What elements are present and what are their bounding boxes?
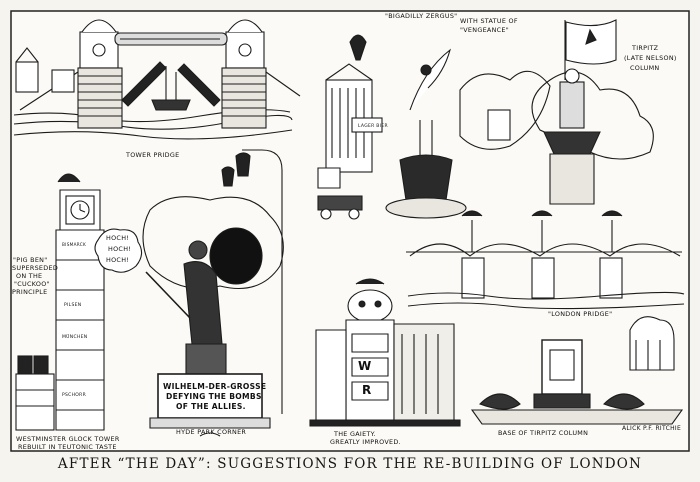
label-tirpitz-3: COLUMN bbox=[630, 64, 660, 72]
label-big-ben-3: ON THE bbox=[16, 272, 42, 280]
label-tower-bridge: TOWER PRIDGE bbox=[125, 151, 179, 159]
label-big-ben-2: SUPERSEDED bbox=[12, 264, 58, 272]
label-hoch-1: HOCH! bbox=[106, 234, 129, 242]
label-clock-tower-2: REBUILT IN TEUTONIC TASTE bbox=[18, 443, 117, 451]
label-statue-3: OF THE ALLIES. bbox=[176, 402, 246, 411]
label-tirpitz-1: TIRPITZ bbox=[631, 44, 659, 52]
london-bridge-scene bbox=[406, 210, 685, 310]
label-base-column: BASE OF TIRPITZ COLUMN bbox=[498, 429, 588, 437]
column-base-scene bbox=[470, 316, 684, 425]
label-hoch-3: HOCH! bbox=[106, 256, 129, 264]
label-tirpitz-2: (LATE NELSON) bbox=[624, 54, 677, 62]
tower-bridge-scene bbox=[13, 19, 301, 140]
label-hoch-2: HOCH! bbox=[108, 245, 131, 253]
caption-title: AFTER “THE DAY”: SUGGESTIONS FOR THE RE-… bbox=[57, 456, 643, 472]
label-big-ben-4: "CUCKOO" bbox=[14, 280, 50, 288]
label-london-bridge: "LONDON PRIDGE" bbox=[548, 310, 612, 318]
letter-w: W bbox=[358, 359, 372, 373]
label-gaiety-1: THE GAIETY. bbox=[333, 430, 376, 438]
label-piccadilly: "BIGADILLY ZERGUS" bbox=[385, 12, 457, 20]
label-tower-3: MÜNCHEN bbox=[62, 333, 87, 340]
tirpitz-column-scene bbox=[531, 19, 654, 205]
letter-r: R bbox=[362, 383, 372, 397]
piccadilly-scene bbox=[317, 34, 551, 220]
label-piccadilly-sub-1: WITH STATUE OF bbox=[460, 17, 518, 25]
label-piccadilly-sub-2: "VENGEANCE" bbox=[460, 26, 509, 34]
label-gaiety-2: GREATLY IMPROVED. bbox=[330, 438, 401, 446]
sign-lager-bier: LAGER BIER bbox=[358, 123, 388, 129]
artist-signature: ALICK P.F. RITCHIE bbox=[622, 425, 681, 432]
clock-tower-scene bbox=[15, 173, 143, 431]
label-statue-2: DEFYING THE BOMBS bbox=[166, 392, 262, 401]
label-clock-tower-1: WESTMINSTER GLOCK TOWER bbox=[16, 435, 120, 443]
statue-scene bbox=[142, 149, 284, 437]
label-statue-1: WILHELM-DER-GROSSE bbox=[163, 382, 266, 391]
label-tower-1: BISMARCK bbox=[62, 242, 86, 247]
label-hyde-park: HYDE PARK CORNER bbox=[176, 428, 246, 436]
label-big-ben-1: "PIG BEN" bbox=[13, 256, 48, 264]
label-tower-4: PSCHORR bbox=[62, 392, 86, 398]
label-big-ben-5: PRINCIPLE bbox=[12, 288, 47, 296]
label-tower-2: PILSEN bbox=[64, 302, 81, 308]
gaiety-scene bbox=[309, 278, 461, 427]
